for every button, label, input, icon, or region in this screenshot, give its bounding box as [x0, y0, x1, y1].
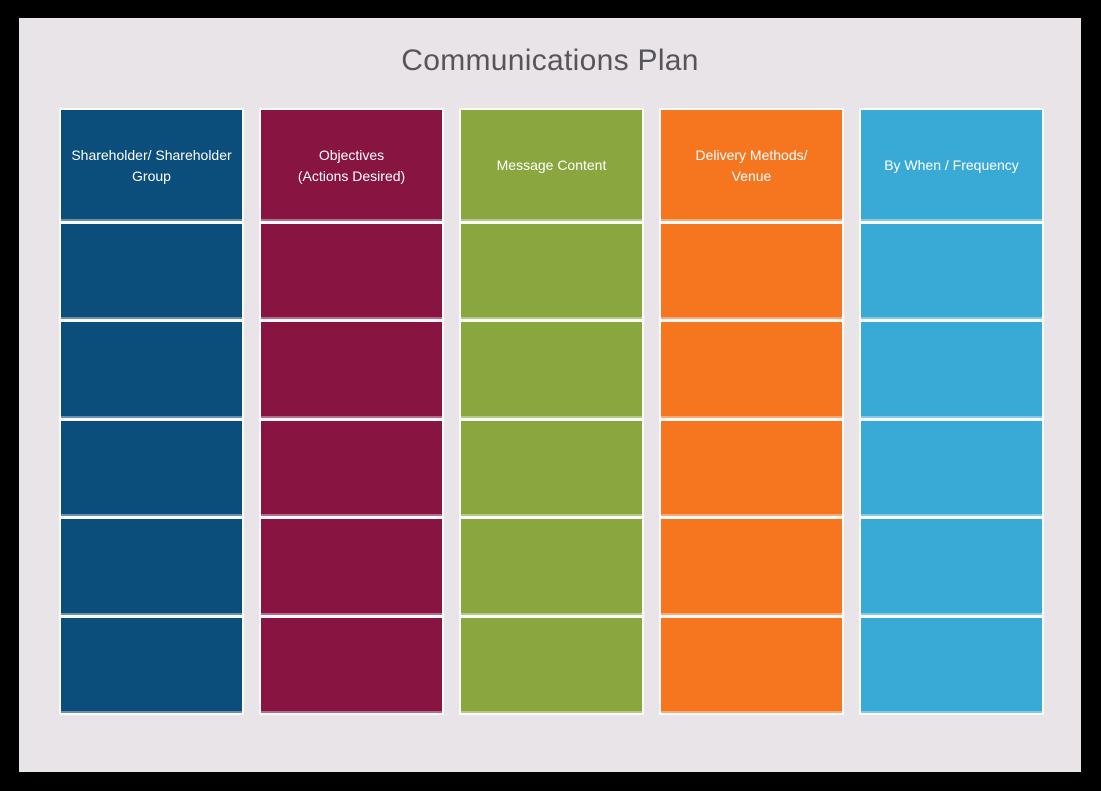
canvas-panel: Communications Plan Shareholder/ Shareho… [19, 18, 1081, 772]
column-message-content: Message Content [459, 108, 644, 715]
column-header-message-content: Message Content [461, 110, 642, 221]
column-header-objectives: Objectives (Actions Desired) [261, 110, 442, 221]
column-delivery-methods: Delivery Methods/ Venue [659, 108, 844, 715]
empty-cell [261, 322, 442, 418]
empty-cell [461, 322, 642, 418]
empty-cell [861, 617, 1042, 714]
empty-cell [861, 519, 1042, 615]
column-header-shareholder-group: Shareholder/ Shareholder Group [61, 110, 242, 221]
empty-cell [261, 519, 442, 615]
empty-cell [661, 224, 842, 320]
column-objectives: Objectives (Actions Desired) [259, 108, 444, 715]
empty-cell [61, 322, 242, 418]
empty-cell [461, 224, 642, 320]
empty-cell [261, 224, 442, 320]
empty-cell [661, 322, 842, 418]
empty-cell [261, 420, 442, 517]
empty-cell [61, 519, 242, 615]
empty-cell [661, 420, 842, 517]
empty-cell [661, 617, 842, 714]
empty-cell [461, 617, 642, 714]
empty-cell [61, 224, 242, 320]
column-header-delivery-methods: Delivery Methods/ Venue [661, 110, 842, 221]
empty-cell [261, 617, 442, 714]
column-shareholder-group: Shareholder/ Shareholder Group [59, 108, 244, 715]
empty-cell [861, 322, 1042, 418]
empty-cell [61, 420, 242, 517]
empty-cell [861, 224, 1042, 320]
empty-cell [861, 420, 1042, 517]
empty-cell [61, 617, 242, 714]
plan-table: Shareholder/ Shareholder Group Objective… [59, 108, 1044, 715]
column-by-when-frequency: By When / Frequency [859, 108, 1044, 715]
empty-cell [461, 519, 642, 615]
empty-cell [461, 420, 642, 517]
empty-cell [661, 519, 842, 615]
page-title: Communications Plan [401, 44, 699, 77]
column-header-by-when-frequency: By When / Frequency [861, 110, 1042, 221]
